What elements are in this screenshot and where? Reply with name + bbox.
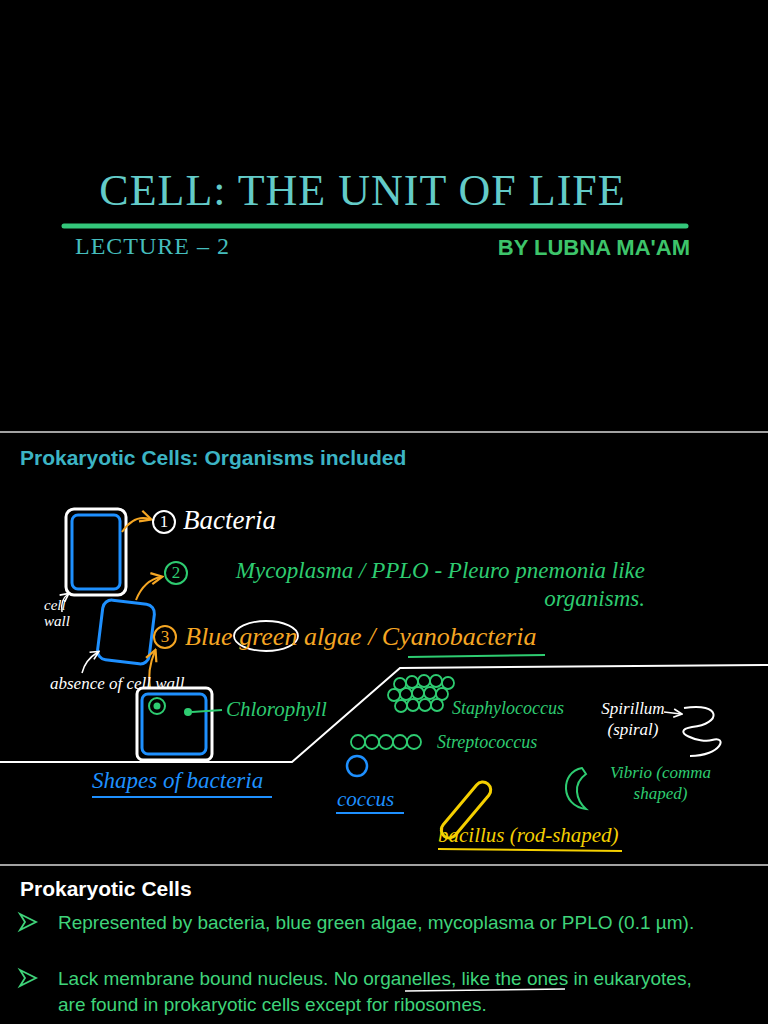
- part-label: absence of cell wall: [50, 674, 185, 694]
- leader-line: [192, 710, 222, 712]
- number-circle: [153, 511, 175, 533]
- pointer-arrow: [136, 577, 161, 600]
- highlight-underline: [408, 655, 545, 657]
- cell-membrane: [97, 599, 156, 665]
- coccus-cell: [424, 687, 436, 699]
- shape-name: Spirillum (spiral): [598, 698, 668, 740]
- coccus-cell: [351, 735, 365, 749]
- cell-membrane: [72, 515, 120, 589]
- coccus-cell: [431, 699, 443, 711]
- coccus-cell: [406, 676, 418, 688]
- label-underline: [438, 849, 622, 851]
- bullet-text: Represented by bacteria, blue green alga…: [58, 910, 718, 936]
- chlorophyll-body: [184, 708, 192, 716]
- organism-name: Mycoplasma / PPLO - Pleuro pnemonia like…: [195, 557, 645, 613]
- callout-number: 3: [157, 625, 173, 649]
- slide-heading: Prokaryotic Cells: [20, 876, 192, 901]
- label-underline: [336, 812, 404, 814]
- coccus-cell: [400, 688, 412, 700]
- cell-wall-outline: [137, 688, 212, 760]
- shape-name: Vibrio (comma shaped): [598, 762, 723, 804]
- organism-name: Blue green algae / Cyanobacteria: [185, 621, 536, 652]
- part-label: Chlorophyll: [226, 697, 327, 722]
- heading-underline: [92, 796, 272, 798]
- pointer-arrow: [82, 652, 98, 673]
- coccus-cell: [347, 756, 367, 776]
- vibrio-cell: [566, 768, 586, 809]
- callout-number: 1: [156, 510, 172, 534]
- title-rule: [64, 224, 686, 229]
- author-name: BY LUBNA MA'AM: [380, 235, 690, 261]
- coccus-cell: [442, 677, 454, 689]
- number-circle: [154, 626, 176, 648]
- coccus-cell: [388, 689, 400, 701]
- organism-name: Bacteria: [183, 504, 276, 536]
- spirillum-cell: [683, 707, 720, 756]
- coccus-cell: [430, 675, 442, 687]
- coccus-cell: [419, 699, 431, 711]
- coccus-cell: [395, 700, 407, 712]
- number-circle: [165, 562, 187, 584]
- bullet-text: Lack membrane bound nucleus. No organell…: [58, 966, 718, 1018]
- coccus-cell: [407, 735, 421, 749]
- slide-separator: [0, 431, 768, 433]
- shape-name: coccus: [337, 787, 394, 812]
- cell-membrane: [142, 694, 206, 754]
- callout-number: 2: [168, 561, 184, 585]
- coccus-cell: [418, 675, 430, 687]
- slide-heading: Prokaryotic Cells: Organisms included: [20, 445, 406, 470]
- chlorophyll-body: [154, 703, 161, 710]
- shape-name: Streptococcus: [437, 731, 537, 753]
- chlorophyll-body: [149, 698, 165, 714]
- cell-wall-outline: [66, 509, 126, 595]
- shape-name: bacillus (rod-shaped): [438, 823, 619, 848]
- coccus-cell: [365, 735, 379, 749]
- pointer-arrow: [122, 518, 150, 532]
- slide-separator: [0, 864, 768, 866]
- slide-panel: Prokaryotic CellsRepresented by bacteria…: [0, 866, 768, 1024]
- coccus-cell: [407, 699, 419, 711]
- coccus-cell: [393, 735, 407, 749]
- lecture-number: LECTURE – 2: [75, 232, 230, 261]
- section-divider: [0, 665, 768, 762]
- shape-name: Staphylococcus: [452, 697, 564, 719]
- highlight-underline: [405, 989, 565, 991]
- part-label: cell wall: [44, 597, 90, 629]
- title-slide: LECTURE – 2 BY LUBNA MA'AM: [0, 0, 768, 431]
- section-heading: Shapes of bacteria: [92, 767, 263, 795]
- bullet-mark: [20, 970, 36, 986]
- bullet-mark: [20, 914, 36, 930]
- pointer-arrow: [664, 712, 681, 714]
- coccus-cell: [379, 735, 393, 749]
- coccus-cell: [412, 687, 424, 699]
- slide-title: CELL: THE UNIT OF LIFE: [30, 166, 695, 216]
